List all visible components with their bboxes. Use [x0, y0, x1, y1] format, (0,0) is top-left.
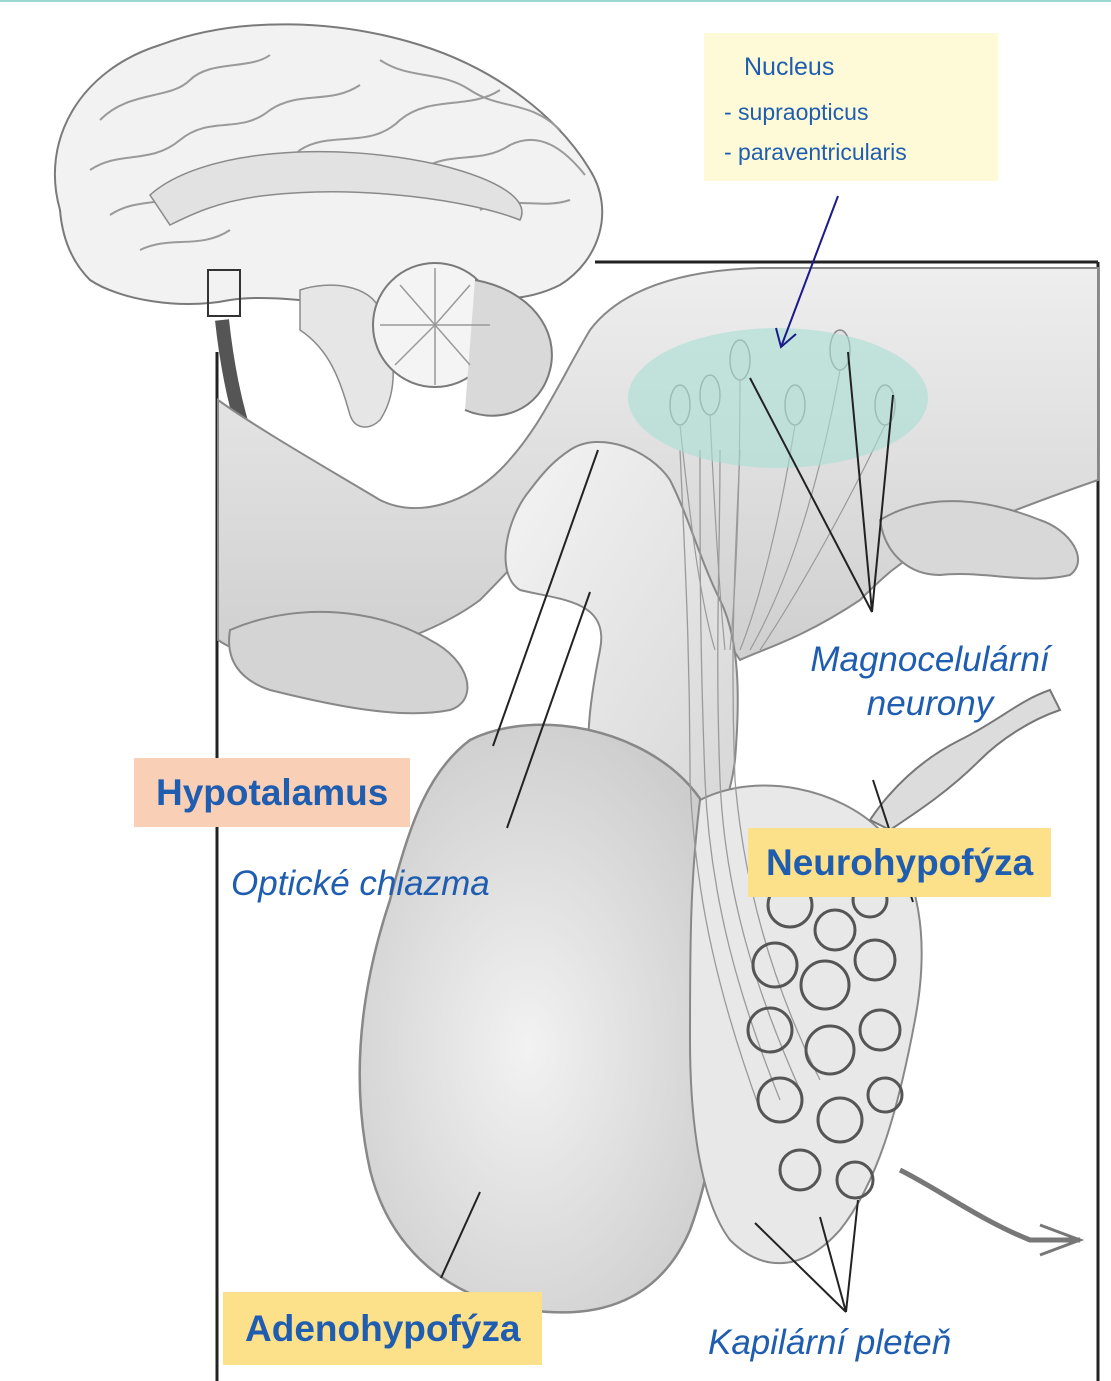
nucleus-callout: Nucleus - supraopticus - paraventricular… [704, 33, 998, 181]
neurohypophysis-label: Neurohypofýza [748, 828, 1051, 897]
magnocellular-line2: neurony [798, 682, 1062, 726]
nucleus-item-paraventricularis: - paraventricularis [724, 139, 907, 166]
brain-sagittal-illustration [55, 24, 602, 427]
optic-chiasm-label: Optické chiazma [231, 862, 490, 906]
adenohypophysis-label: Adenohypofýza [223, 1292, 542, 1365]
magnocellular-neurons-label: Magnocelulární neurony [798, 638, 1062, 726]
nucleus-title: Nucleus [744, 53, 834, 82]
hypothalamus-label: Hypotalamus [134, 758, 410, 827]
nucleus-item-supraopticus: - supraopticus [724, 99, 868, 126]
nucleus-highlight [628, 328, 928, 468]
magnocellular-line1: Magnocelulární [798, 638, 1062, 682]
capillary-plexus-label: Kapilární pleteň [708, 1321, 951, 1365]
